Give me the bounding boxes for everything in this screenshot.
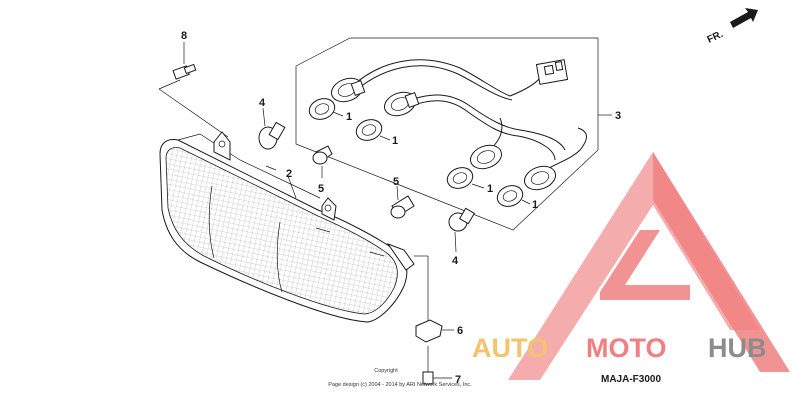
socket-3 <box>470 144 502 170</box>
grommet-1c <box>446 167 474 189</box>
socket-1 <box>331 77 366 103</box>
nut-6 <box>414 255 454 343</box>
socket-2 <box>384 91 420 117</box>
front-direction-indicator: FR. <box>706 8 758 46</box>
callout-5a: 5 <box>318 183 324 195</box>
harness-assembly-outline <box>295 37 612 231</box>
grommet-1b <box>355 119 383 141</box>
watermark-auto: AUTO <box>472 333 548 363</box>
callout-2: 2 <box>286 168 292 180</box>
front-arrow-icon <box>730 8 758 28</box>
bulb-5b <box>390 185 415 219</box>
watermark-hub: HUB <box>708 333 767 363</box>
callout-3: 3 <box>615 110 621 122</box>
callout-1c: 1 <box>487 183 493 195</box>
bulb-4a <box>258 107 286 150</box>
copyright-line-1: Copyright <box>374 368 398 374</box>
callout-4b: 4 <box>452 255 459 267</box>
copyright-line-2: Page design (c) 2004 - 2014 by ARI Netwo… <box>328 382 472 388</box>
fr-label: FR. <box>706 29 725 46</box>
callout-5b: 5 <box>393 176 399 188</box>
callout-7: 7 <box>455 374 461 386</box>
screw-7 <box>422 346 452 385</box>
bulb-4b <box>448 207 476 253</box>
wiring-harness <box>349 59 587 171</box>
callout-1d: 1 <box>532 199 538 211</box>
callout-1a: 1 <box>346 111 352 123</box>
watermark-logo <box>508 152 790 380</box>
diagram-code: MAJA-F3000 <box>601 374 661 385</box>
taillight-lens <box>159 131 415 323</box>
grommet-1a <box>308 98 336 120</box>
bolt-8 <box>158 42 229 138</box>
callout-4a: 4 <box>259 97 266 109</box>
bulb-5a <box>312 145 333 178</box>
socket-4 <box>524 165 556 191</box>
watermark-moto: MOTO <box>586 333 667 363</box>
grommet-1d <box>496 185 524 207</box>
callout-8: 8 <box>181 30 187 42</box>
callouts: 8 4 2 5 5 4 3 1 1 1 1 6 7 <box>181 30 621 386</box>
watermark-wordmark: AUTO MOTO HUB <box>472 333 767 363</box>
callout-6: 6 <box>457 325 463 337</box>
leaders-part-1 <box>332 111 531 205</box>
callout-1b: 1 <box>392 135 398 147</box>
